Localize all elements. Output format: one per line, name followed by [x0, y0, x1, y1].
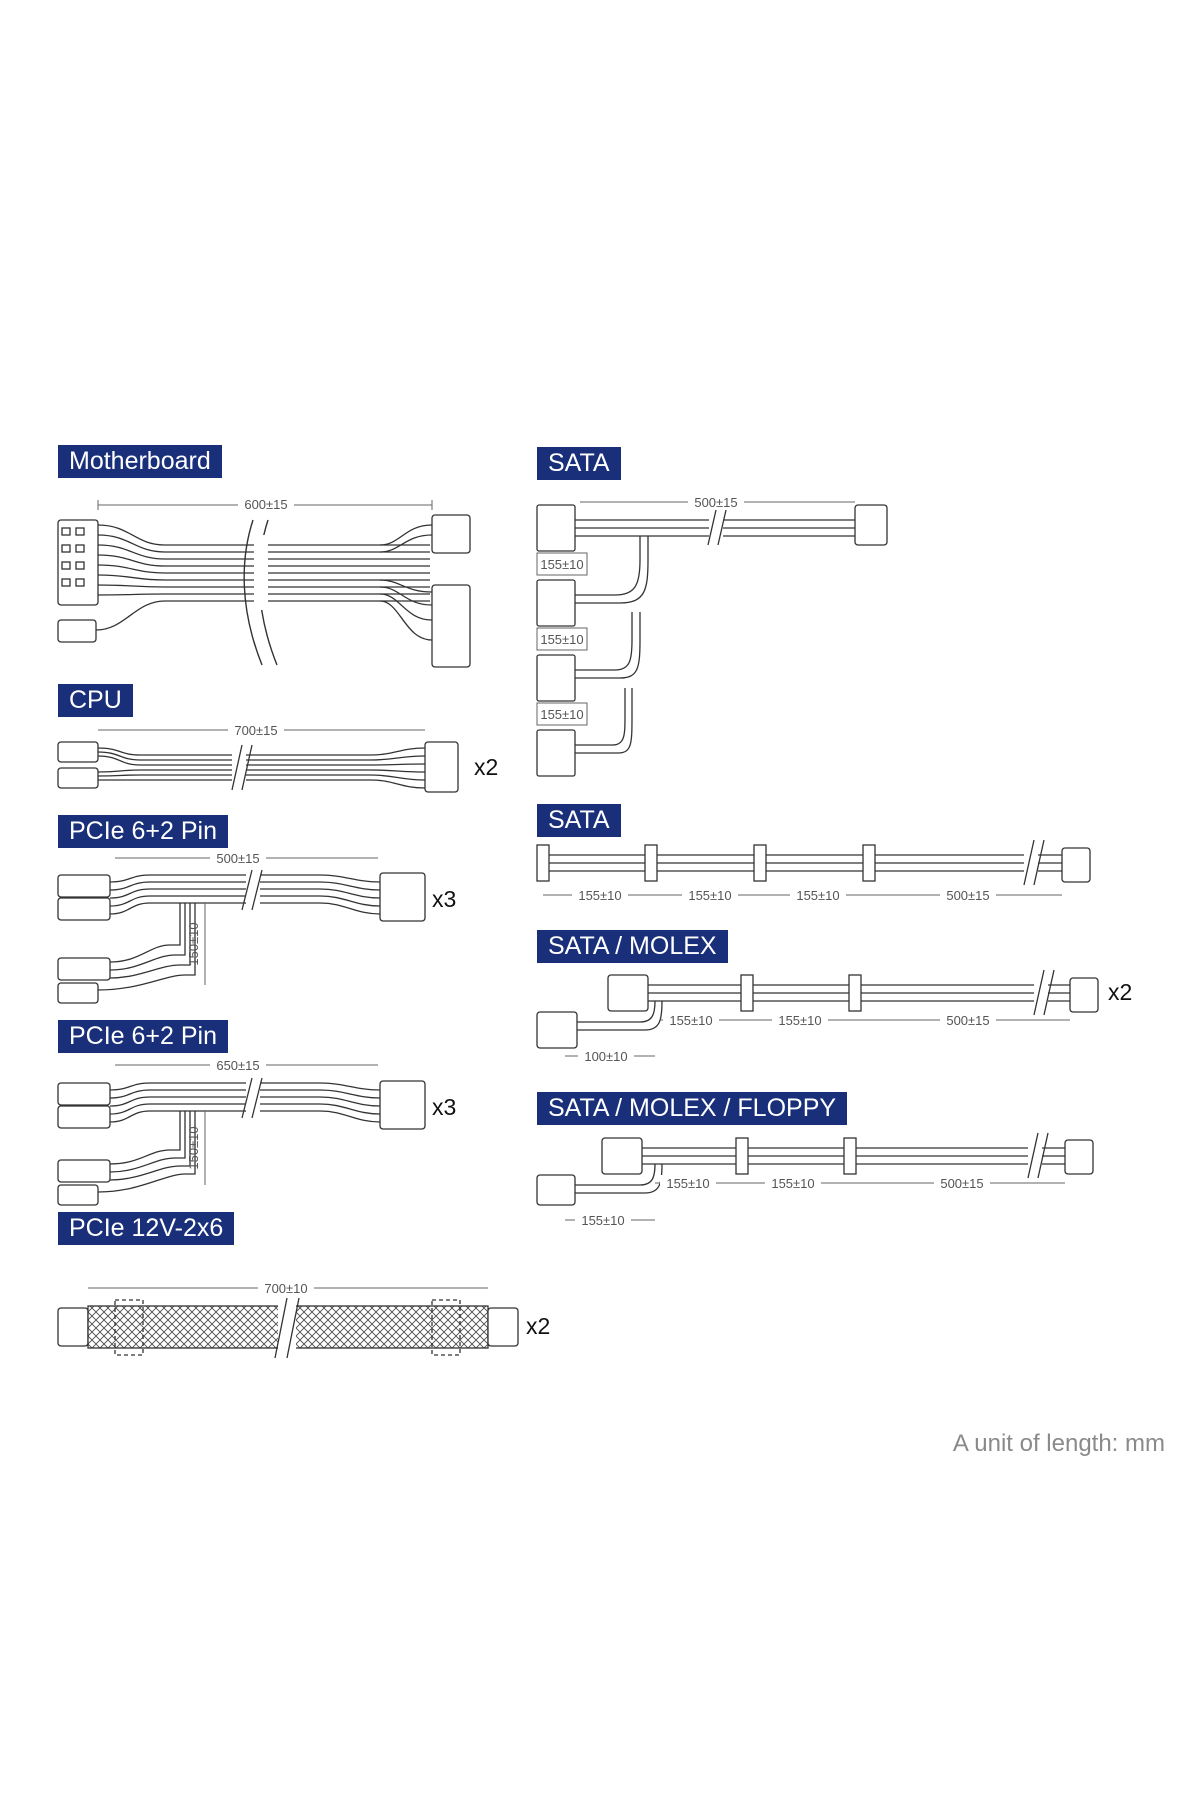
sata-molex-floppy-label: SATA / MOLEX / FLOPPY [537, 1092, 848, 1125]
sata-segment-label-3: 155±10 [796, 888, 839, 903]
pcie-6-2-pin-label-1: PCIe 6+2 Pin [58, 815, 229, 848]
pcie-6-2-branch-label-1: 150±10 [186, 922, 201, 965]
pcie-6-2-cable-2 [57, 1077, 426, 1206]
sata-spacing-label-1: 155±10 [540, 557, 583, 572]
sata-cable-1 [536, 504, 888, 777]
pcie-12v-2x6-length-label: 700±10 [264, 1281, 307, 1296]
sata-molex-floppy-dimensions: 155±10 155±10 500±15 155±10 [565, 1175, 1065, 1228]
cpu-label: CPU [58, 684, 133, 717]
pcie-6-2-qty-label-1: x3 [432, 886, 456, 912]
sata-segment-label-4: 500±15 [946, 888, 989, 903]
sata-molex-segment-label-3: 500±15 [946, 1013, 989, 1028]
sata-molex-branch-label: 100±10 [584, 1049, 627, 1064]
sata-segment-label-1: 155±10 [578, 888, 621, 903]
sata-molex-floppy-branch-label: 155±10 [581, 1213, 624, 1228]
pcie-12v-2x6-qty-label: x2 [526, 1313, 550, 1339]
pcie-12v-2x6-label: PCIe 12V-2x6 [58, 1212, 235, 1245]
pcie-6-2-cable-1 [57, 869, 426, 1004]
sata-cable-2 [536, 839, 1091, 886]
sata-molex-qty-label: x2 [1108, 979, 1132, 1005]
sata-molex-label: SATA / MOLEX [537, 930, 728, 963]
motherboard-dimension: 600±15 [97, 496, 433, 512]
sata-label-1: SATA [537, 447, 621, 480]
sata-dimensions-2: 155±10 155±10 155±10 500±15 [543, 887, 1062, 903]
pcie-6-2-dimension-2: 650±15 150±10 x3 [115, 1057, 456, 1185]
sata-length-label-1: 500±15 [694, 495, 737, 510]
cpu-length-label: 700±15 [234, 723, 277, 738]
pcie-6-2-qty-label-2: x3 [432, 1094, 456, 1120]
pcie-6-2-length-label-2: 650±15 [216, 1058, 259, 1073]
pcie-6-2-branch-label-2: 150±10 [186, 1126, 201, 1169]
sata-molex-dimensions: 155±10 155±10 500±15 100±10 x2 [565, 979, 1132, 1064]
sata-molex-floppy-segment-label-3: 500±15 [940, 1176, 983, 1191]
cpu-cable [57, 741, 459, 793]
sata-molex-floppy-segment-label-2: 155±10 [771, 1176, 814, 1191]
motherboard-label: Motherboard [58, 445, 222, 478]
cpu-dimension: 700±15 x2 [98, 722, 498, 780]
sata-molex-cable [536, 969, 1099, 1049]
pcie-6-2-dimension-1: 500±15 150±10 x3 [115, 850, 456, 985]
pcie-6-2-pin-label-2: PCIe 6+2 Pin [58, 1020, 229, 1053]
sata-molex-floppy-segment-label-1: 155±10 [666, 1176, 709, 1191]
pcie-6-2-length-label-1: 500±15 [216, 851, 259, 866]
cpu-qty-label: x2 [474, 754, 498, 780]
sata-spacing-label-2: 155±10 [540, 632, 583, 647]
pcie-12v-2x6-cable [57, 1297, 519, 1359]
sata-segment-label-2: 155±10 [688, 888, 731, 903]
pcie-12v-2x6-dimension: 700±10 x2 [88, 1280, 550, 1339]
sata-molex-floppy-cable [536, 1132, 1094, 1206]
unit-note: A unit of length: mm [952, 1430, 1165, 1457]
sata-dimensions-1: 500±15 155±10 155±10 155±10 [536, 494, 855, 726]
sata-molex-segment-label-2: 155±10 [778, 1013, 821, 1028]
sata-label-2: SATA [537, 804, 621, 837]
sata-molex-segment-label-1: 155±10 [669, 1013, 712, 1028]
sata-spacing-label-3: 155±10 [540, 707, 583, 722]
motherboard-length-label: 600±15 [244, 497, 287, 512]
motherboard-cable [57, 514, 471, 668]
